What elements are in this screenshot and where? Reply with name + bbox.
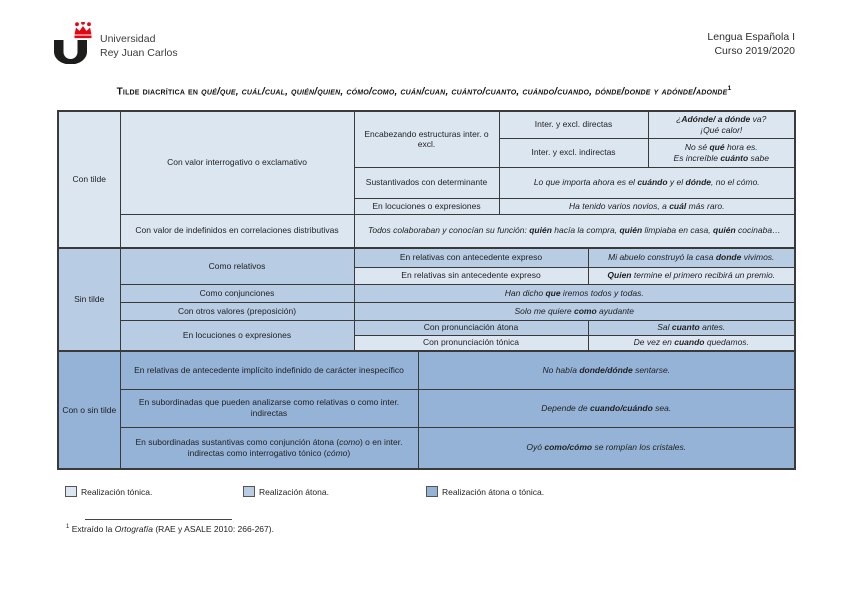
- cell-subordinadas-analizarse-ejemplo: Depende de cuando/cuándo sea.: [417, 388, 796, 428]
- color-legend: Realización tónica. Realización átona. R…: [65, 486, 544, 497]
- cell-con-antecedente: En relativas con antecedente expreso: [353, 247, 589, 268]
- cell-como-conjunciones: Como conjunciones: [119, 283, 355, 303]
- title-footnote-mark: 1: [727, 85, 732, 92]
- title-word-pairs: qué/que, cuál/cual, quién/quien, cómo/co…: [201, 86, 728, 98]
- table-row: Como conjunciones Han dicho que iremos t…: [58, 283, 796, 303]
- legend-label-tonica: Realización tónica.: [81, 486, 153, 497]
- legend-label-atona: Realización átona.: [259, 486, 329, 497]
- cell-otros-valores: Con otros valores (preposición): [119, 301, 355, 321]
- urjc-logo: [52, 21, 96, 65]
- table-row: En locuciones o expresiones Con pronunci…: [58, 319, 796, 352]
- cell-otros-valores-ejemplo: Solo me quiere como ayudante: [353, 301, 796, 321]
- cell-relativas-implicito: En relativas de antecedente implícito in…: [119, 350, 419, 390]
- swatch-atona-o-tonica: [426, 486, 438, 497]
- table-row: Con tilde Con valor interrogativo o excl…: [57, 110, 796, 249]
- cell-subordinadas-sustantivas-ejemplo: Oyó como/cómo se rompían los cristales.: [417, 426, 796, 470]
- table-row: Inter. y excl. indirectas No sé qué hora…: [58, 137, 796, 168]
- cell-directas-ejemplo: ¿Adónde/ a dónde va?¡Qué calor!: [647, 110, 796, 139]
- urjc-logo-graphic: [54, 21, 92, 65]
- course-info: Lengua Española I Curso 2019/2020: [707, 30, 795, 58]
- footnote-text: Extraído la Ortografía (RAE y ASALE 2010…: [69, 524, 274, 534]
- cell-como-relativos: Como relativos: [119, 247, 355, 285]
- cell-con-antecedente-ejemplo: Mi abuelo construyó la casa donde vivimo…: [587, 247, 796, 268]
- cell-directas: Inter. y excl. directas: [498, 110, 649, 139]
- cell-subordinadas-analizarse: En subordinadas que pueden analizarse co…: [119, 388, 419, 428]
- university-name-line1: Universidad: [100, 33, 156, 45]
- cell-subordinadas-sustantivas: En subordinadas sustantivas como conjunc…: [119, 426, 419, 470]
- legend-label-atona-o-tonica: Realización átona o tónica.: [442, 486, 545, 497]
- table-row: Con valor de indefinidos en correlacione…: [58, 213, 796, 249]
- cell-conjunciones-ejemplo: Han dicho que iremos todos y todas.: [353, 283, 796, 303]
- cell-sin-antecedente-ejemplo: Quien termine el primero recibirá un pre…: [587, 266, 796, 285]
- table-row: Con otros valores (preposición) Solo me …: [58, 301, 796, 321]
- cell-indirectas-ejemplo: No sé qué hora es.Es increíble cuánto sa…: [647, 137, 796, 168]
- university-name: Universidad Rey Juan Carlos: [100, 33, 178, 60]
- cell-section-sin-tilde: Sin tilde: [57, 247, 121, 352]
- table-row: Con o sin tilde En relativas de antecede…: [57, 350, 796, 470]
- cell-pronunciacion-atona-ejemplo: Sal cuanto antes.: [587, 319, 796, 336]
- cell-sustantivados: Sustantivados con determinante: [353, 166, 500, 199]
- title-lead: Tilde diacrítica en: [116, 86, 202, 98]
- swatch-tonica: [65, 486, 77, 497]
- legend-item-tonica: Realización tónica.: [65, 486, 195, 497]
- crown-icon: [74, 21, 92, 39]
- swatch-atona: [243, 486, 255, 497]
- u-letter: [54, 40, 87, 65]
- legend-item-atona: Realización átona.: [243, 486, 378, 497]
- cell-indefinidos: Con valor de indefinidos en correlacione…: [119, 213, 355, 249]
- cell-pronunciacion-tonica-ejemplo: De vez en cuando quedamos.: [587, 334, 796, 352]
- table-row: Sin tilde Como relativos En relativas co…: [57, 247, 796, 352]
- section-con-tilde: Con tilde Con valor interrogativo o excl…: [57, 110, 796, 249]
- university-name-line2: Rey Juan Carlos: [100, 46, 178, 59]
- section-sin-tilde: Sin tilde Como relativos En relativas co…: [57, 247, 796, 352]
- footnote-mark: 1: [66, 524, 70, 531]
- cell-pronunciacion-tonica: Con pronunciación tónica: [353, 334, 589, 352]
- footnote: 1 Extraído la Ortografía (RAE y ASALE 20…: [66, 524, 274, 534]
- cell-locuciones-ct-ejemplo: Ha tenido varios novios, a cuál más raro…: [498, 197, 796, 215]
- cell-locuciones-st: En locuciones o expresiones: [119, 319, 355, 352]
- cell-sustantivados-ejemplo: Lo que importa ahora es el cuándo y el d…: [498, 166, 796, 199]
- cell-indirectas: Inter. y excl. indirectas: [498, 137, 649, 168]
- cell-valor-interrogativo: Con valor interrogativo o exclamativo: [119, 110, 355, 215]
- table-row: Con pronunciación tónica De vez en cuand…: [58, 334, 796, 352]
- cell-sin-antecedente: En relativas sin antecedente expreso: [353, 266, 589, 285]
- tilde-diacritica-table: Con tilde Con valor interrogativo o excl…: [57, 110, 797, 470]
- page-title: Tilde diacrítica en qué/que, cuál/cual, …: [0, 85, 848, 97]
- table-row: En subordinadas sustantivas como conjunc…: [58, 426, 796, 470]
- section-con-o-sin-tilde: Con o sin tilde En relativas de antecede…: [57, 350, 796, 470]
- course-year: Curso 2019/2020: [714, 45, 795, 58]
- cell-section-con-o-sin-tilde: Con o sin tilde: [57, 350, 121, 470]
- cell-pronunciacion-atona: Con pronunciación átona: [353, 319, 589, 336]
- cell-indefinidos-ejemplo: Todos colaboraban y conocían su función:…: [353, 213, 796, 249]
- table-row: Sustantivados con determinante Lo que im…: [58, 166, 796, 199]
- course-name: Lengua Española I: [707, 31, 795, 43]
- cell-relativas-implicito-ejemplo: No había donde/dónde sentarse.: [417, 350, 796, 390]
- table-row: En subordinadas que pueden analizarse co…: [58, 388, 796, 428]
- legend-item-atona-o-tonica: Realización átona o tónica.: [426, 486, 544, 497]
- cell-locuciones-ct: En locuciones o expresiones: [353, 197, 500, 215]
- cell-section-con-tilde: Con tilde: [57, 110, 121, 249]
- footnote-divider: [85, 519, 232, 520]
- cell-encabezando: Encabezando estructuras inter. o excl.: [353, 110, 500, 168]
